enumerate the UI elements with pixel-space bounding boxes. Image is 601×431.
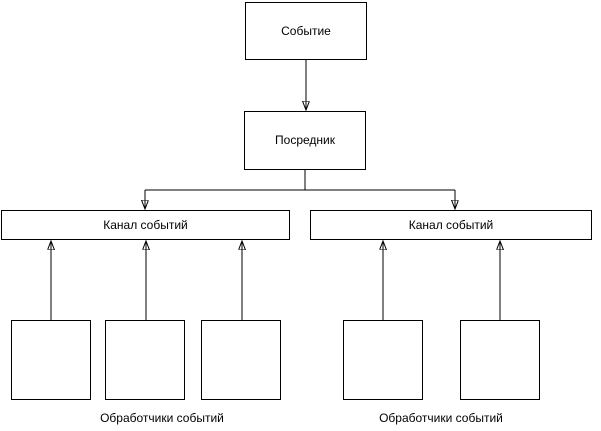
handlers-caption-left: Обработчики событий — [100, 411, 224, 425]
node-handler-3 — [201, 320, 281, 400]
node-event-channel-left: Канал событий — [1, 210, 290, 240]
node-event-label: Событие — [281, 23, 331, 38]
node-mediator-label: Посредник — [275, 133, 335, 148]
node-mediator: Посредник — [244, 111, 366, 170]
node-handler-2 — [105, 320, 185, 400]
node-handler-1 — [11, 320, 91, 400]
node-handler-5 — [460, 320, 540, 400]
node-handler-4 — [343, 320, 423, 400]
handlers-caption-right: Обработчики событий — [379, 411, 503, 425]
edge-mediator-branch — [145, 170, 455, 191]
node-event: Событие — [245, 2, 367, 60]
node-event-channel-right-label: Канал событий — [408, 217, 494, 232]
node-event-channel-right: Канал событий — [310, 210, 592, 240]
node-event-channel-left-label: Канал событий — [103, 217, 188, 232]
